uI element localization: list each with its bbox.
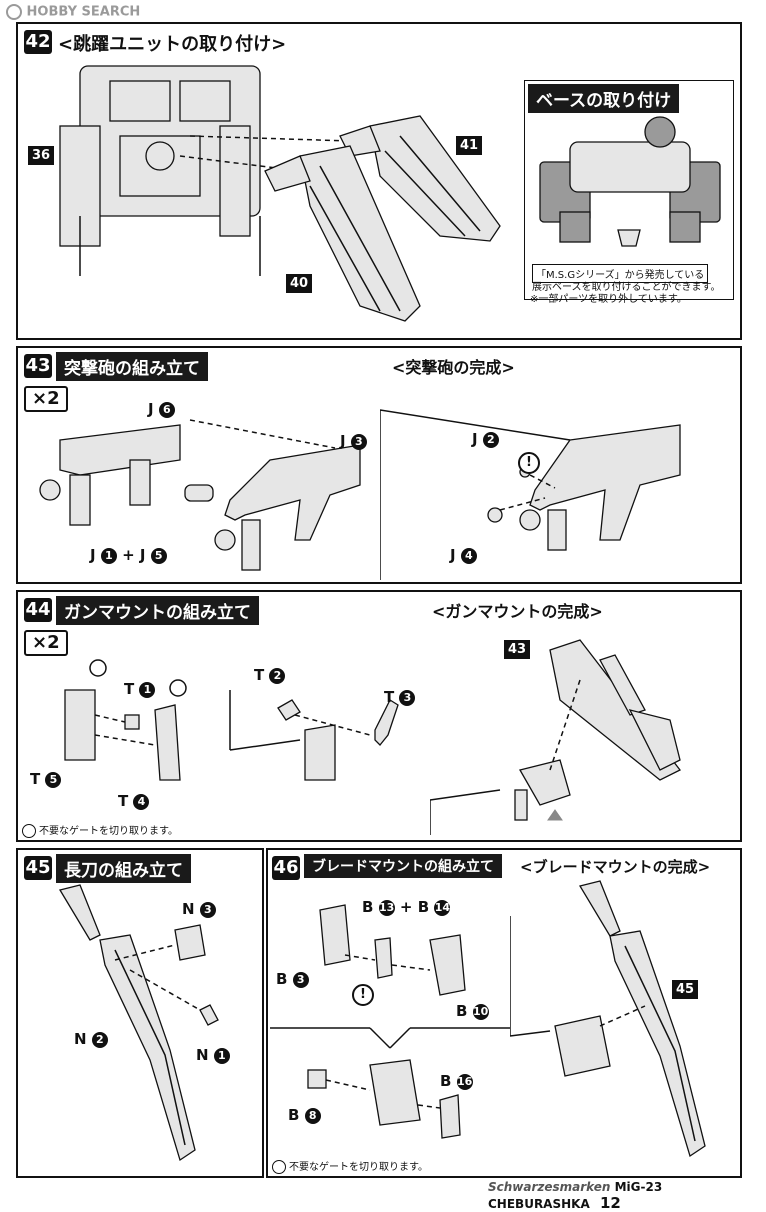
- step-44-complete-illustration: [430, 639, 681, 835]
- step-43-number: 43: [24, 354, 52, 378]
- step-43-complete-title: <突撃砲の完成>: [392, 358, 515, 377]
- step-44-complete-title: <ガンマウントの完成>: [432, 602, 603, 621]
- footer: Schwarzesmarken MiG-23 CHEBURASHKA 12: [488, 1180, 766, 1212]
- step-46-title: ブレードマウントの組み立て: [304, 854, 502, 878]
- t4-label: T 4: [118, 792, 150, 810]
- j1-j5-label: J 1 + J 5: [90, 546, 167, 564]
- part-label-41: 41: [456, 136, 483, 155]
- j4-label: J 4: [450, 546, 477, 564]
- step-45-title: 長刀の組み立て: [56, 854, 191, 883]
- step-44-assembly-illustration: [64, 659, 399, 781]
- t5-label: T 5: [30, 770, 62, 788]
- t2-label: T 2: [254, 666, 286, 684]
- t3-label: T 3: [384, 688, 416, 706]
- step-43-multiplier: ×2: [24, 386, 68, 412]
- step-42-number: 42: [24, 30, 52, 54]
- base-title: ベースの取り付け: [528, 84, 680, 113]
- step-46-complete-title: <ブレードマウントの完成>: [520, 858, 711, 876]
- t1-label: T 1: [124, 680, 156, 698]
- j2-label: J 2: [472, 430, 499, 448]
- step-43-complete-illustration: [380, 409, 681, 580]
- n2-label: N 2: [74, 1030, 108, 1048]
- step-44-panel: [16, 590, 742, 842]
- logo-icon: [6, 4, 22, 20]
- gate-icon: [272, 1160, 286, 1174]
- n1-label: N 1: [196, 1046, 230, 1064]
- caution-icon: !: [518, 452, 540, 474]
- b13-b14-label: B 13 + B 14: [362, 898, 451, 916]
- step-42-illustration: [59, 65, 501, 322]
- step-46-gate-note: 不要なゲートを切り取ります。: [272, 1158, 428, 1174]
- j6-label: J 6: [148, 400, 175, 418]
- step-44-title: ガンマウントの組み立て: [56, 596, 259, 625]
- brand-text: HOBBY SEARCH: [26, 4, 141, 20]
- base-note-3: ※一部パーツを取り外しています。: [530, 294, 687, 305]
- j3-label: J 3: [340, 432, 367, 450]
- step-43-assembly-illustration: [39, 419, 361, 571]
- part-label-45: 45: [672, 980, 699, 999]
- caution-icon-46: !: [352, 984, 374, 1006]
- b8-label: B 8: [288, 1106, 321, 1124]
- step-43-panel: [16, 346, 742, 584]
- step-44-gate-note: 不要なゲートを切り取ります。: [22, 822, 178, 838]
- step-45-number: 45: [24, 856, 52, 880]
- b10-label: B 10: [456, 1002, 489, 1020]
- n3-label: N 3: [182, 900, 216, 918]
- step-45-panel: [16, 848, 264, 1178]
- step-43-title: 突撃砲の組み立て: [56, 352, 208, 381]
- b16-label: B 16: [440, 1072, 473, 1090]
- b3-label: B 3: [276, 970, 309, 988]
- base-note-2: 展示ベースを取り付けることができます。: [532, 282, 721, 293]
- step-46-assembly-illustration: [270, 904, 510, 1139]
- footer-brand: Schwarzesmarken: [488, 1180, 611, 1194]
- step-42-panel: [16, 22, 742, 340]
- gate-icon: [22, 824, 36, 838]
- base-note-1: 「M.S.Gシリーズ」から発売している: [532, 264, 709, 283]
- step-42-title: <跳躍ユニットの取り付け>: [58, 34, 287, 55]
- base-panel: [524, 80, 734, 300]
- step-46-number: 46: [272, 856, 300, 880]
- step-46-panel: [266, 848, 742, 1178]
- step-44-number: 44: [24, 598, 52, 622]
- part-label-36: 36: [28, 146, 55, 165]
- step-46-complete-illustration: [510, 880, 706, 1158]
- base-illustration: [539, 116, 721, 247]
- part-label-43: 43: [504, 640, 531, 659]
- header-logo: HOBBY SEARCH: [6, 4, 140, 20]
- part-label-40: 40: [286, 274, 313, 293]
- page-number: 12: [599, 1194, 621, 1212]
- step-45-illustration: [58, 884, 219, 1162]
- step-44-multiplier: ×2: [24, 630, 68, 656]
